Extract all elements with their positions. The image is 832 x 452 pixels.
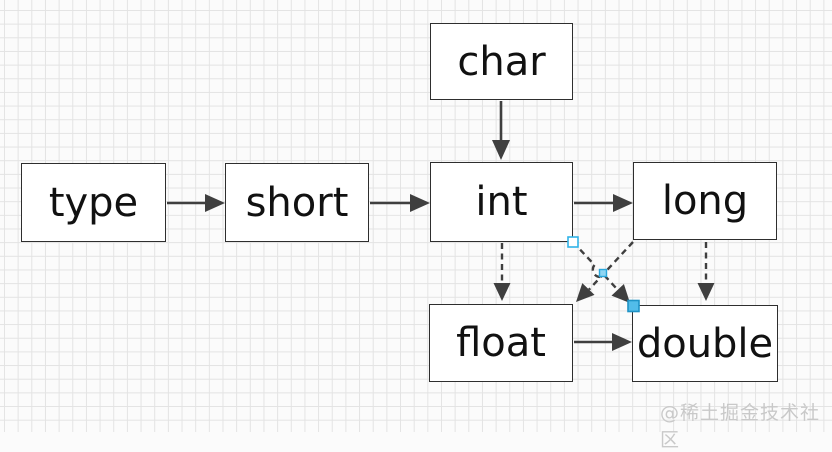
node-int-label: int (475, 179, 528, 225)
node-float[interactable]: float (429, 304, 573, 382)
edge-int-to-long[interactable] (574, 194, 633, 212)
arrowhead-int-to-long (613, 194, 633, 212)
node-float-label: float (456, 320, 546, 366)
edge-long-to-float[interactable] (576, 241, 634, 302)
node-int[interactable]: int (430, 162, 573, 242)
arrowhead-type-to-short (205, 194, 225, 212)
node-short[interactable]: short (225, 163, 369, 242)
edge-long-to-double[interactable] (697, 242, 715, 301)
arrowhead-short-to-int (410, 194, 430, 212)
node-char[interactable]: char (430, 23, 573, 100)
edge-int-to-double[interactable] (572, 241, 630, 303)
edge-char-to-int[interactable] (492, 101, 510, 160)
node-short-label: short (245, 179, 349, 226)
node-char-label: char (457, 38, 546, 85)
edge-int-to-float[interactable] (493, 243, 511, 301)
node-type-label: type (48, 179, 139, 226)
arrowhead-char-to-int (492, 140, 510, 160)
node-double[interactable]: double (632, 305, 778, 382)
arrowhead-long-to-float (576, 283, 595, 302)
edges-layer (167, 101, 715, 351)
selection-handles (567, 236, 640, 313)
arrowhead-int-to-float (493, 283, 511, 301)
selection-handle-start[interactable] (567, 236, 579, 248)
arrowhead-long-to-double (697, 283, 715, 301)
edge-type-to-short[interactable] (167, 194, 225, 212)
selection-handle-end[interactable] (627, 299, 640, 313)
selection-handle-midpoint[interactable] (598, 268, 608, 278)
node-long[interactable]: long (633, 162, 777, 240)
arrowhead-int-to-double (611, 284, 630, 303)
watermark: @稀土掘金技术社区 (660, 402, 821, 451)
node-double-label: double (636, 320, 774, 367)
node-type[interactable]: type (21, 163, 166, 242)
arrowhead-float-to-double (612, 333, 632, 351)
edge-float-to-double[interactable] (574, 333, 632, 351)
edge-short-to-int[interactable] (370, 194, 430, 212)
node-long-label: long (661, 178, 749, 224)
